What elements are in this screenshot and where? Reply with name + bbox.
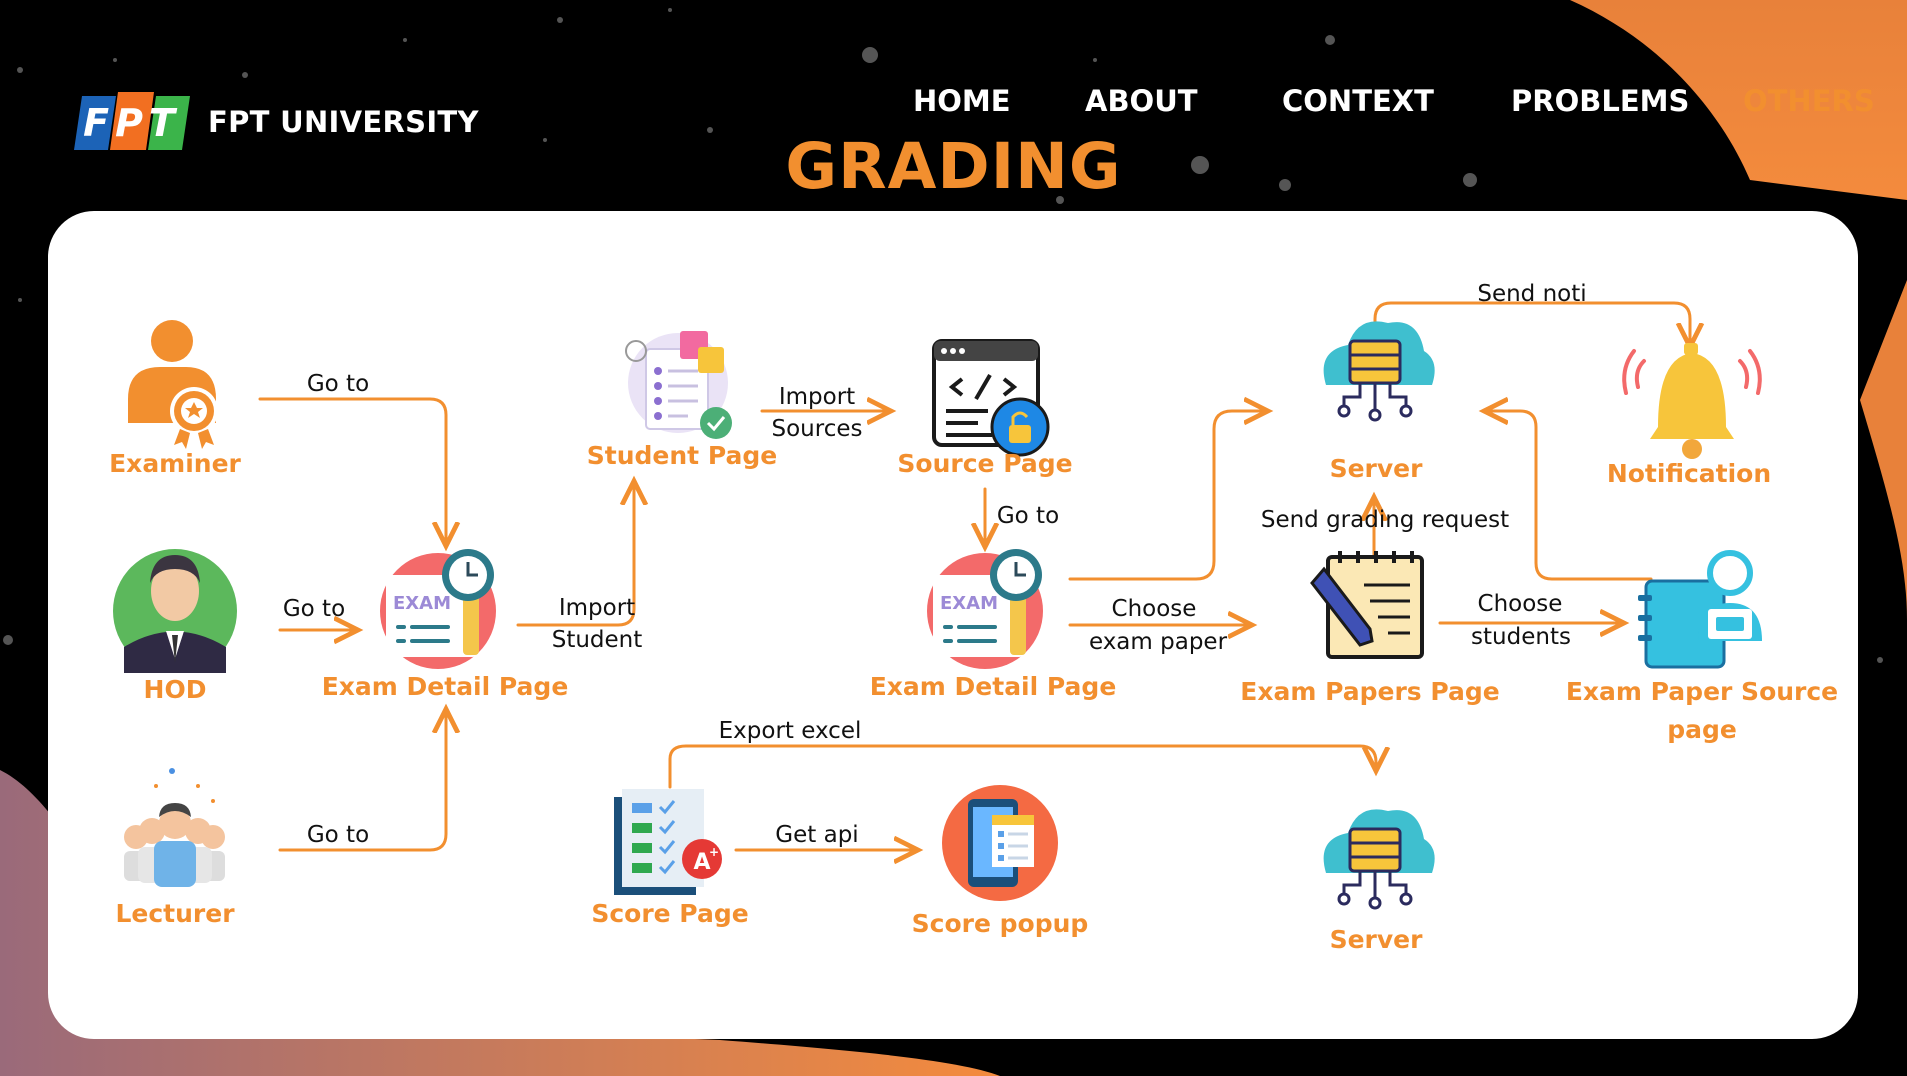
edge-label-send-noti: Send noti bbox=[1477, 281, 1586, 307]
svg-text:EXAM: EXAM bbox=[940, 593, 998, 614]
orange-wave-top-right bbox=[1570, 0, 1907, 200]
server-icon-bottom bbox=[1323, 809, 1435, 910]
label-student-page: Student Page bbox=[587, 441, 777, 470]
university-name: FPT UNIVERSITY bbox=[208, 105, 479, 139]
edge-lecturer-to-detail bbox=[278, 709, 446, 852]
svg-text:EXAM: EXAM bbox=[393, 593, 451, 614]
examiner-icon bbox=[128, 320, 218, 449]
label-score-page: Score Page bbox=[591, 899, 748, 928]
edge-examiner-to-detail bbox=[258, 397, 446, 546]
source-page-icon bbox=[932, 339, 1050, 457]
exam-papers-icon bbox=[1310, 551, 1424, 659]
page-title: GRADING bbox=[785, 130, 1122, 203]
orange-wave-right bbox=[1860, 280, 1907, 620]
edge-detail2-to-server bbox=[1068, 411, 1268, 581]
svg-text:A: A bbox=[693, 850, 710, 875]
edge-score-to-server bbox=[668, 744, 1376, 789]
notification-bell-icon bbox=[1622, 343, 1762, 459]
edge-label-import-sources-1: Import bbox=[779, 384, 855, 410]
server-icon-top bbox=[1323, 321, 1435, 422]
label-notification: Notification bbox=[1607, 459, 1771, 488]
student-page-icon bbox=[625, 331, 732, 439]
edge-label-send-grading: Send grading request bbox=[1261, 507, 1509, 533]
nav-about[interactable]: ABOUT bbox=[1085, 84, 1198, 118]
score-popup-icon bbox=[942, 785, 1058, 901]
label-exam-paper-source-1: Exam Paper Source bbox=[1566, 677, 1838, 706]
lecturer-icon bbox=[124, 768, 225, 887]
edge-label-import-sources-2: Sources bbox=[772, 416, 863, 442]
edge-label-choose-exam-2: exam paper bbox=[1089, 629, 1228, 655]
score-page-icon: A + bbox=[614, 789, 722, 895]
label-score-popup: Score popup bbox=[912, 909, 1089, 938]
edge-label-get-api: Get api bbox=[775, 822, 858, 848]
label-exam-detail-2: Exam Detail Page bbox=[870, 672, 1117, 701]
label-exam-papers: Exam Papers Page bbox=[1240, 677, 1500, 706]
fpt-logo-icon: FPT bbox=[74, 92, 190, 150]
svg-text:+: + bbox=[709, 845, 719, 859]
edge-label-choose-students-2: students bbox=[1471, 624, 1571, 650]
exam-paper-source-icon bbox=[1638, 550, 1762, 669]
edge-label-choose-exam-1: Choose bbox=[1112, 596, 1197, 622]
edge-label-examiner-goto: Go to bbox=[307, 371, 369, 397]
edge-detail-to-student bbox=[516, 481, 634, 627]
edge-label-hod-goto: Go to bbox=[283, 596, 345, 622]
edge-label-source-goto: Go to bbox=[997, 503, 1059, 529]
grading-flow-diagram: EXAM EXAM bbox=[109, 281, 1838, 954]
edge-source-to-server bbox=[1484, 411, 1653, 581]
nav-home[interactable]: HOME bbox=[913, 84, 1011, 118]
label-server-top: Server bbox=[1330, 454, 1424, 483]
label-examiner: Examiner bbox=[109, 449, 241, 478]
hod-avatar bbox=[113, 549, 237, 673]
label-hod: HOD bbox=[144, 675, 207, 704]
nav-problems[interactable]: PROBLEMS bbox=[1511, 84, 1690, 118]
label-source-page: Source Page bbox=[897, 449, 1072, 478]
label-server-bottom: Server bbox=[1330, 925, 1424, 954]
edge-label-choose-students-1: Choose bbox=[1478, 591, 1563, 617]
svg-text:FPT: FPT bbox=[83, 101, 181, 145]
nav-others[interactable]: OTHERS bbox=[1743, 84, 1875, 118]
label-lecturer: Lecturer bbox=[115, 899, 235, 928]
fpt-logo[interactable]: FPT FPT UNIVERSITY bbox=[74, 92, 479, 152]
nav-context[interactable]: CONTEXT bbox=[1282, 84, 1434, 118]
edge-label-import-student-2: Student bbox=[552, 627, 643, 653]
stars bbox=[3, 8, 1883, 663]
edge-label-import-student-1: Import bbox=[559, 595, 635, 621]
edge-label-export-excel: Export excel bbox=[719, 718, 862, 744]
orange-wave-bottom-left bbox=[0, 770, 1000, 1076]
exam-icon-2: EXAM bbox=[927, 549, 1043, 669]
edge-label-lecturer-goto: Go to bbox=[307, 822, 369, 848]
label-exam-detail-1: Exam Detail Page bbox=[322, 672, 569, 701]
exam-icon-1: EXAM bbox=[380, 549, 496, 669]
edge-server-to-noti bbox=[1373, 301, 1690, 347]
label-exam-paper-source-2: page bbox=[1667, 715, 1737, 744]
